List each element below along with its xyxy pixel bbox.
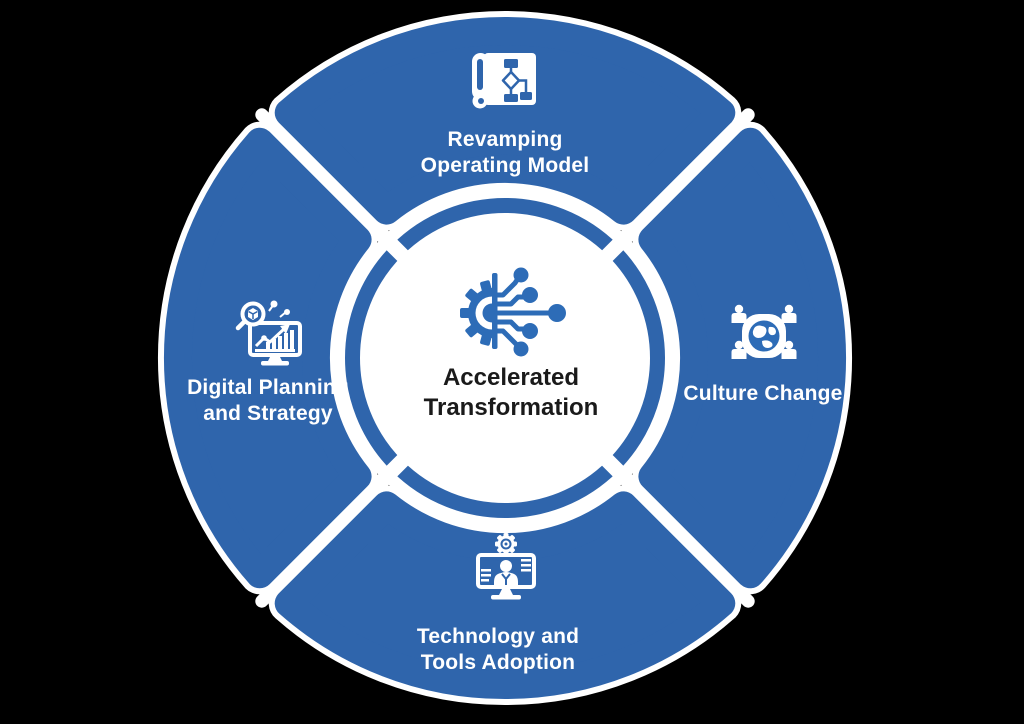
blueprint-flowchart-icon <box>472 53 536 109</box>
bar-chart <box>255 330 295 352</box>
label-line: Operating Model <box>420 154 590 177</box>
label-line: and Strategy <box>203 402 333 425</box>
center-title-line: Accelerated <box>442 364 580 391</box>
segment-label-left: Digital Planning and Strategy <box>118 375 418 427</box>
segment-label-bottom: Technology and Tools Adoption <box>348 624 648 676</box>
flowchart <box>501 59 532 102</box>
person <box>494 560 518 585</box>
monitor-stand <box>268 355 282 361</box>
gear-circuit-icon <box>460 267 566 357</box>
hub-ring <box>345 198 665 518</box>
center-title: Accelerated Transformation <box>361 363 661 423</box>
magnifier <box>235 301 266 331</box>
monitor-stand <box>499 589 513 595</box>
screen-text-lines <box>481 559 531 582</box>
center-title-line: Transformation <box>423 394 599 421</box>
globe-people-icon <box>731 304 797 359</box>
monitor-chart-magnifier-icon <box>235 300 302 366</box>
label-line: Revamping <box>447 128 563 151</box>
monitor-person-gear-icon <box>476 533 536 600</box>
label-line: Digital Planning <box>187 376 349 399</box>
circuit-traces <box>494 267 566 357</box>
label-line: Culture Change <box>683 382 843 405</box>
globe <box>748 320 780 352</box>
continents <box>752 325 776 348</box>
monitor-frame <box>476 553 536 589</box>
label-line: Technology and <box>416 625 580 648</box>
label-line: Tools Adoption <box>420 651 576 674</box>
node-dots <box>268 300 290 318</box>
segment-label-top: Revamping Operating Model <box>355 127 655 179</box>
segment-label-right: Culture Change <box>613 381 913 407</box>
trend-arrow <box>254 324 290 348</box>
gear <box>495 533 517 555</box>
hub-ring-cut <box>373 226 637 490</box>
people <box>731 304 797 359</box>
